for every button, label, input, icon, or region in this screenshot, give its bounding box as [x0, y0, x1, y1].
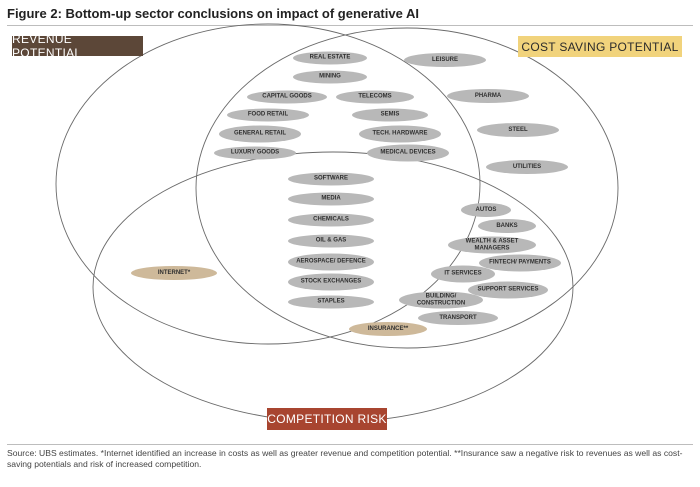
sector-internet: INTERNET*	[131, 266, 217, 280]
sector-building-construction: BUILDING/ CONSTRUCTION	[399, 291, 483, 309]
sector-leisure: LEISURE	[404, 53, 486, 67]
sector-semis: SEMIS	[352, 108, 428, 122]
sector-media: MEDIA	[288, 192, 374, 206]
sector-tech-hardware: TECH. HARDWARE	[359, 125, 441, 143]
revenue-potential-label: REVENUE POTENTIAL	[12, 32, 143, 60]
sector-steel: STEEL	[477, 123, 559, 137]
sector-capital-goods: CAPITAL GOODS	[247, 90, 327, 104]
title-divider	[7, 25, 693, 26]
sector-support-services: SUPPORT SERVICES	[468, 281, 548, 299]
sector-chemicals: CHEMICALS	[288, 213, 374, 227]
sector-autos: AUTOS	[461, 203, 511, 217]
sector-transport: TRANSPORT	[418, 311, 498, 325]
sector-oil-gas: OIL & GAS	[288, 234, 374, 248]
sector-pharma: PHARMA	[447, 89, 529, 103]
sector-utilities: UTILITIES	[486, 160, 568, 174]
sector-banks: BANKS	[478, 219, 536, 233]
sector-mining: MINING	[293, 70, 367, 84]
sector-telecoms: TELECOMS	[336, 90, 414, 104]
sector-real-estate: REAL ESTATE	[293, 51, 367, 65]
revenue-potential-circle	[55, 23, 481, 345]
sector-wealth-asset-managers: WEALTH & ASSET MANAGERS	[448, 236, 536, 254]
sector-medical-devices: MEDICAL DEVICES	[367, 144, 449, 162]
cost-saving-potential-label: COST SAVING POTENTIAL	[518, 36, 682, 57]
sector-it-services: IT SERVICES	[431, 265, 495, 283]
figure-title: Figure 2: Bottom-up sector conclusions o…	[7, 6, 419, 21]
sector-aerospace-defence: AEROSPACE/ DEFENCE	[288, 253, 374, 271]
cost-saving-potential-circle	[195, 27, 619, 349]
competition-risk-label: COMPETITION RISK	[267, 408, 387, 430]
sector-software: SOFTWARE	[288, 172, 374, 186]
sector-food-retail: FOOD RETAIL	[227, 108, 309, 122]
sector-luxury-goods: LUXURY GOODS	[214, 146, 296, 160]
sector-stock-exchanges: STOCK EXCHANGES	[288, 273, 374, 291]
sector-staples: STAPLES	[288, 295, 374, 309]
source-footnote: Source: UBS estimates. *Internet identif…	[7, 448, 683, 469]
footnote-divider	[7, 444, 693, 445]
sector-fintech-payments: FINTECH/ PAYMENTS	[479, 254, 561, 272]
sector-general-retail: GENERAL RETAIL	[219, 125, 301, 143]
sector-insurance: INSURANCE**	[349, 322, 427, 336]
